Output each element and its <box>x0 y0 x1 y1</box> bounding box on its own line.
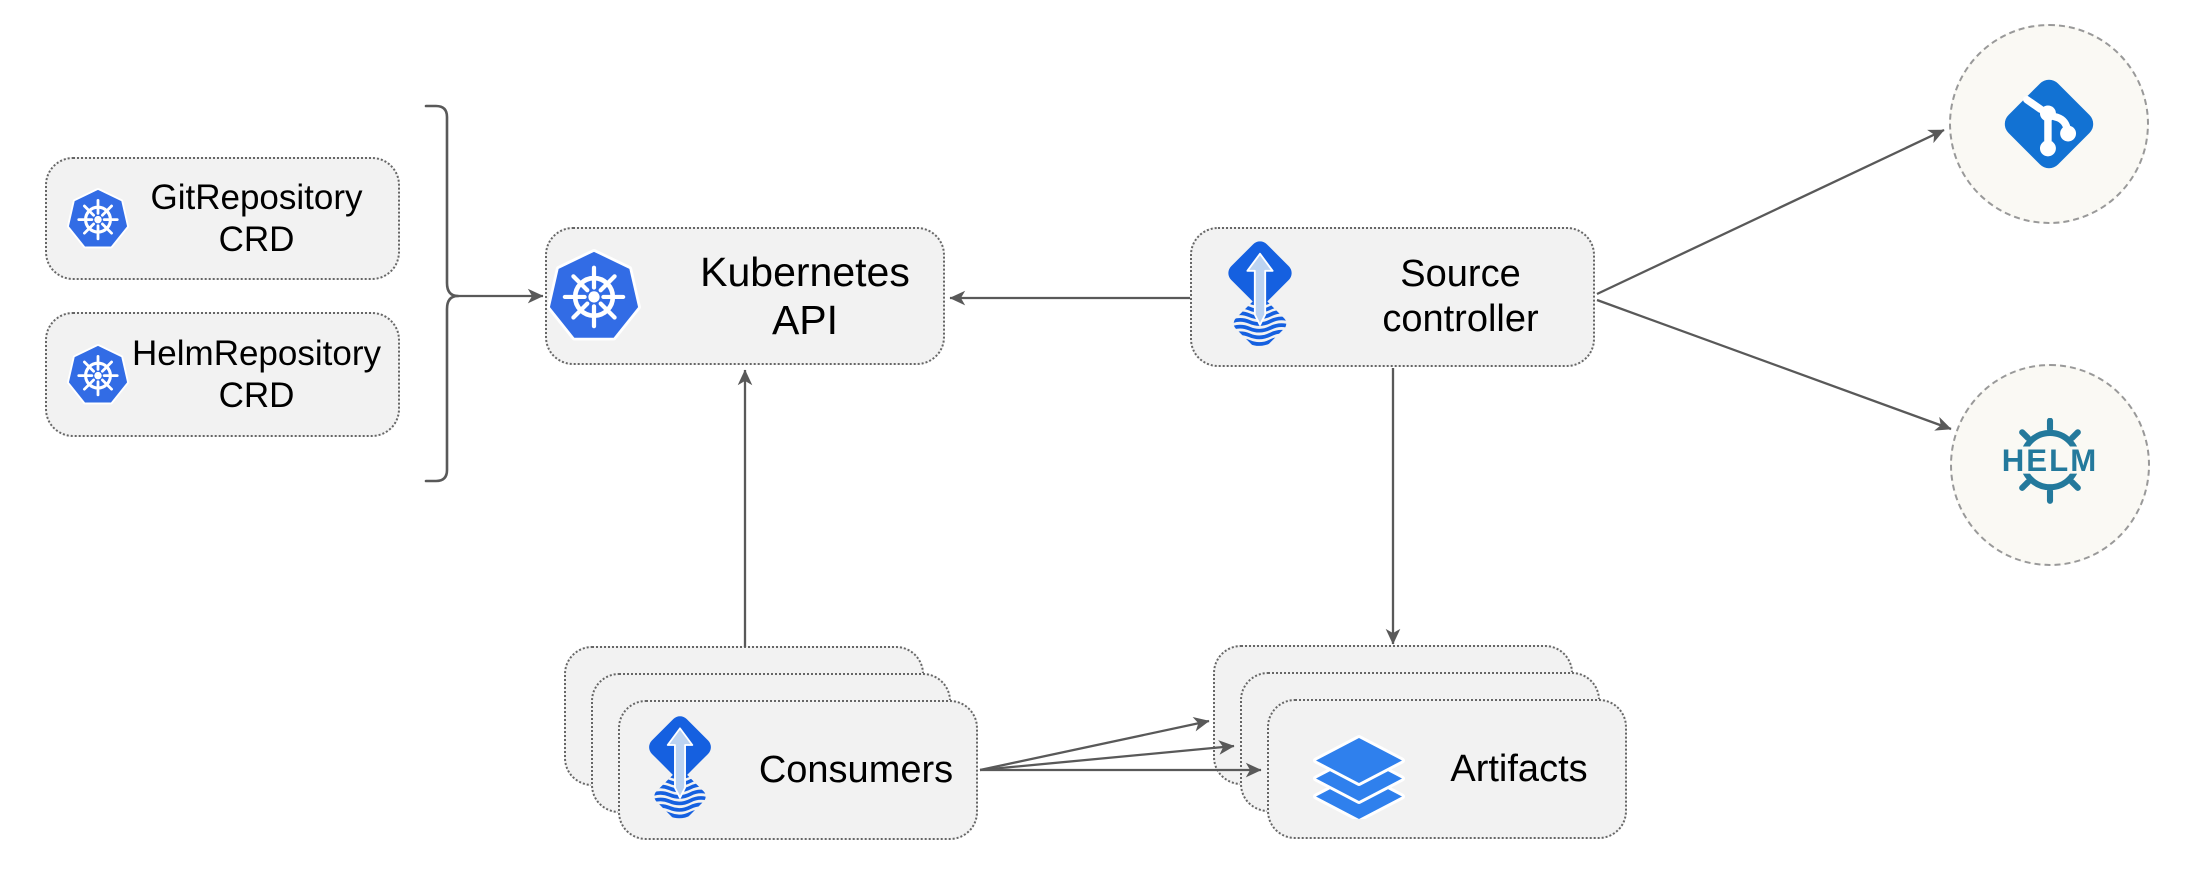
helm-icon: HELM <box>1999 417 2101 504</box>
layers-icon <box>1306 719 1412 819</box>
kubernetes-icon <box>67 188 129 250</box>
node-helm-repository-crd: HelmRepository CRD <box>45 312 400 437</box>
node-artifacts: Artifacts <box>1267 699 1627 839</box>
node-helm-registry: HELM <box>1950 364 2150 566</box>
edge-source-to-git-registry <box>1596 128 1945 296</box>
edge-consumers-to-artifacts-1 <box>979 717 1210 772</box>
kubernetes-icon <box>67 344 129 406</box>
edge-consumers-to-artifacts-2 <box>979 740 1235 772</box>
edge-source-to-helm-registry <box>1596 298 1952 431</box>
node-label: HelmRepository CRD <box>132 334 381 415</box>
git-icon <box>2004 79 2094 169</box>
node-label: Artifacts <box>1450 747 1588 790</box>
kubernetes-icon <box>547 249 641 343</box>
node-source-controller: Source controller <box>1190 227 1595 367</box>
node-label: Consumers <box>758 748 954 791</box>
node-consumers: Consumers <box>618 700 978 840</box>
stack-consumers: Consumers <box>564 646 978 840</box>
flux-icon <box>643 707 717 834</box>
node-git-repository-crd: GitRepository CRD <box>45 157 400 280</box>
node-kubernetes-api: Kubernetes API <box>545 227 945 365</box>
node-git-registry <box>1949 24 2149 224</box>
node-label: Kubernetes API <box>700 248 910 343</box>
flux-icon <box>1222 232 1298 362</box>
crd-bracket <box>424 104 460 483</box>
node-label: GitRepository CRD <box>150 178 363 259</box>
node-label: Source controller <box>1382 253 1539 340</box>
stack-artifacts: Artifacts <box>1213 645 1628 840</box>
helm-label: HELM <box>2002 442 2099 477</box>
